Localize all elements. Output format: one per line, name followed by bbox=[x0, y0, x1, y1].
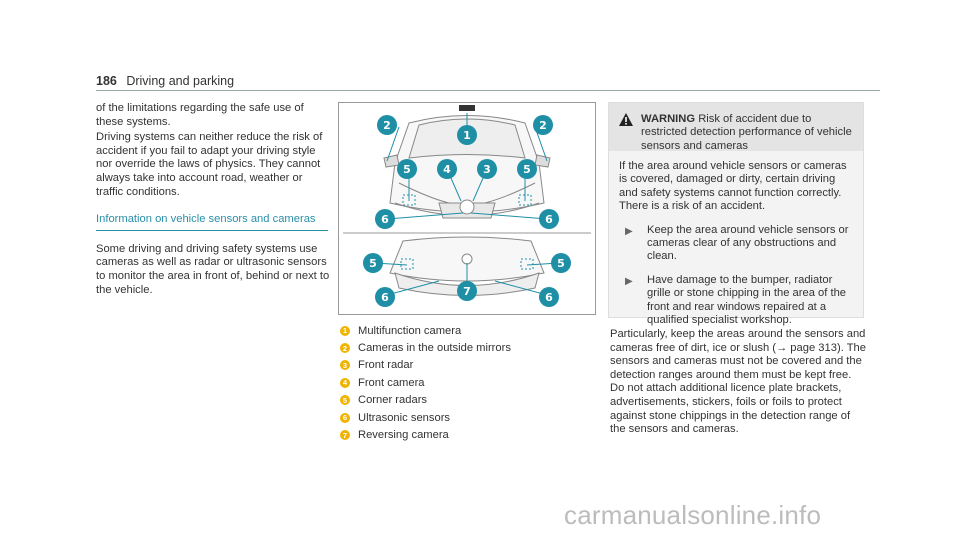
svg-text:5: 5 bbox=[403, 163, 411, 176]
bullet-arrow-icon: ▶ bbox=[625, 275, 633, 287]
paragraph-sensors-intro: Some driving and driving safety systems … bbox=[96, 242, 330, 296]
legend-item: 4 Front camera bbox=[340, 374, 590, 391]
callout-6-rear-left: 6 bbox=[375, 287, 395, 307]
legend-badge: 2 bbox=[340, 343, 350, 354]
paragraph-keep-clear: Particularly, keep the areas around the … bbox=[610, 328, 866, 436]
callout-2-right: 2 bbox=[533, 115, 553, 135]
warning-bullet: ▶ Have damage to the bumper, radiator gr… bbox=[619, 274, 853, 328]
svg-text:2: 2 bbox=[539, 119, 547, 132]
warning-header: WARNING Risk of accident due to restrict… bbox=[609, 103, 863, 152]
page-number: 186 bbox=[96, 74, 117, 88]
callout-4: 4 bbox=[437, 159, 457, 179]
legend-badge: 4 bbox=[340, 377, 350, 388]
callout-1: 1 bbox=[457, 125, 477, 145]
callout-5-front-left: 5 bbox=[397, 159, 417, 179]
legend-label: Multifunction camera bbox=[358, 324, 462, 337]
legend-label: Front radar bbox=[358, 359, 414, 372]
bullet-text: Have damage to the bumper, radiator gril… bbox=[647, 273, 847, 327]
legend-badge: 1 bbox=[340, 325, 350, 336]
warning-text: If the area around vehicle sensors or ca… bbox=[619, 160, 847, 213]
legend-item: 3 Front radar bbox=[340, 357, 590, 374]
legend-badge: 7 bbox=[340, 430, 350, 441]
paragraph-driving-systems: Driving systems can neither reduce the r… bbox=[96, 131, 323, 198]
figure-legend: 1 Multifunction camera 2 Cameras in the ou… bbox=[340, 322, 590, 444]
warning-body: If the area around vehicle sensors or ca… bbox=[609, 151, 863, 327]
svg-text:5: 5 bbox=[369, 257, 377, 270]
legend-item: 1 Multifunction camera bbox=[340, 322, 590, 339]
legend-label: Reversing camera bbox=[358, 429, 449, 442]
chapter-title: Driving and parking bbox=[126, 74, 235, 88]
svg-text:4: 4 bbox=[443, 163, 451, 176]
left-column: of the limitations regarding the safe us… bbox=[96, 102, 332, 299]
svg-text:7: 7 bbox=[463, 285, 471, 298]
legend-label: Cameras in the outside mirrors bbox=[358, 342, 511, 355]
callout-3: 3 bbox=[477, 159, 497, 179]
bullet-arrow-icon: ▶ bbox=[625, 225, 633, 237]
warning-box: WARNING Risk of accident due to restrict… bbox=[608, 102, 864, 326]
watermark: carmanualsonline.info bbox=[564, 500, 822, 530]
callout-7: 7 bbox=[457, 281, 477, 301]
legend-badge: 3 bbox=[340, 360, 350, 371]
warning-label: WARNING bbox=[641, 113, 696, 125]
svg-text:5: 5 bbox=[557, 257, 565, 270]
section-heading: Information on vehicle sensors and camer… bbox=[96, 213, 328, 231]
svg-text:6: 6 bbox=[545, 213, 553, 226]
camera-mount-icon bbox=[459, 105, 475, 111]
legend-label: Ultrasonic sensors bbox=[358, 411, 451, 424]
legend-badge: 6 bbox=[340, 412, 350, 423]
legend-item: 2 Cameras in the outside mirrors bbox=[340, 339, 590, 356]
callout-5-rear-left: 5 bbox=[363, 253, 383, 273]
bullet-text: Keep the area around vehicle sensors or … bbox=[647, 223, 849, 263]
svg-text:1: 1 bbox=[463, 129, 471, 142]
header-divider bbox=[96, 90, 880, 91]
callout-6-front-right: 6 bbox=[539, 209, 559, 229]
vehicle-sensors-figure: 1 2 2 3 4 5 5 6 6 5 5 6 6 7 bbox=[338, 102, 596, 315]
legend-label: Front camera bbox=[358, 376, 425, 389]
right-column-text: Particularly, keep the areas around the … bbox=[610, 328, 866, 437]
legend-item: 6 Ultrasonic sensors bbox=[340, 409, 590, 426]
page-header: 186 Driving and parking bbox=[96, 74, 234, 88]
callout-5-rear-right: 5 bbox=[551, 253, 571, 273]
legend-item: 5 Corner radars bbox=[340, 392, 590, 409]
callout-5-front-right: 5 bbox=[517, 159, 537, 179]
legend-label: Corner radars bbox=[358, 394, 428, 407]
svg-text:6: 6 bbox=[545, 291, 553, 304]
warning-triangle-icon bbox=[619, 113, 633, 126]
paragraph-limitations: of the limitations regarding the safe us… bbox=[96, 102, 304, 128]
svg-text:6: 6 bbox=[381, 213, 389, 226]
car-illustration: 1 2 2 3 4 5 5 6 6 5 5 6 6 7 bbox=[343, 105, 591, 307]
warning-title: Risk of accident due to restricted detec… bbox=[641, 113, 852, 152]
callout-2-left: 2 bbox=[377, 115, 397, 135]
svg-text:6: 6 bbox=[381, 291, 389, 304]
callout-6-front-left: 6 bbox=[375, 209, 395, 229]
svg-text:5: 5 bbox=[523, 163, 531, 176]
callout-6-rear-right: 6 bbox=[539, 287, 559, 307]
legend-badge: 5 bbox=[340, 395, 350, 406]
svg-text:2: 2 bbox=[383, 119, 391, 132]
legend-item: 7 Reversing camera bbox=[340, 426, 590, 443]
svg-text:3: 3 bbox=[483, 163, 491, 176]
warning-bullet: ▶ Keep the area around vehicle sensors o… bbox=[619, 224, 853, 264]
